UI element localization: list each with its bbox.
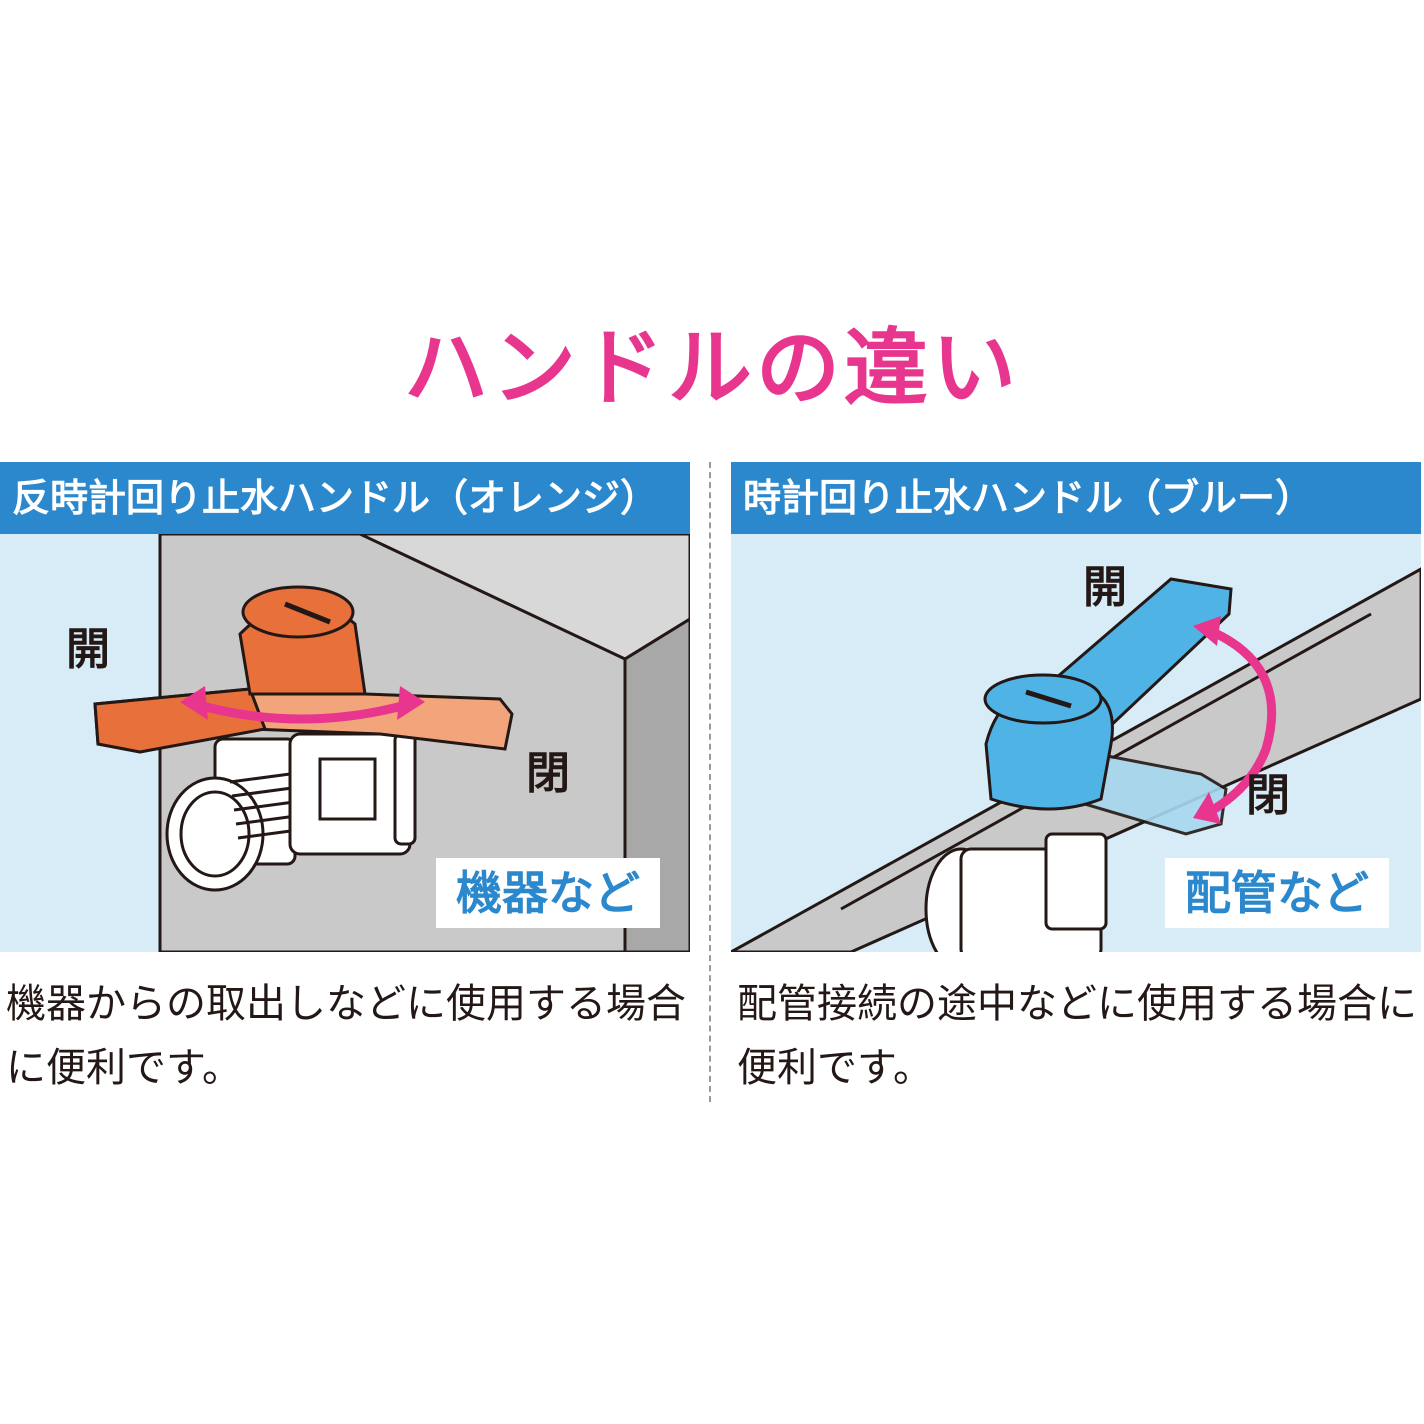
rotation-arrow	[190, 699, 415, 724]
arrow-head-right	[397, 686, 425, 720]
right-scene: 開 閉 配管など	[731, 534, 1421, 952]
blue-handle	[983, 577, 1233, 836]
left-panel: 反時計回り止水ハンドル（オレンジ）	[0, 462, 690, 1100]
left-scene: 開 閉 機器など	[0, 534, 690, 952]
arrow-head-left	[180, 686, 208, 720]
label-close: 閉	[526, 748, 570, 799]
arrow-head-bottom	[1193, 792, 1221, 824]
usage-tag: 配管など	[1165, 858, 1389, 928]
right-panel-header: 時計回り止水ハンドル（ブルー）	[731, 462, 1421, 534]
arrow-head-top	[1193, 616, 1221, 646]
right-description: 配管接続の途中などに使用する場合に便利です。	[737, 981, 1417, 1091]
rotation-arrow	[1201, 624, 1277, 819]
page-title: ハンドルの違い	[403, 319, 1020, 417]
label-open: 開	[1083, 562, 1127, 613]
left-panel-header: 反時計回り止水ハンドル（オレンジ）	[0, 462, 690, 534]
right-panel: 時計回り止水ハンドル（ブルー）	[731, 462, 1421, 1100]
label-close: 閉	[1246, 770, 1290, 821]
usage-tag: 機器など	[436, 858, 660, 928]
panel-divider	[709, 462, 711, 1102]
left-description: 機器からの取出しなどに使用する場合に便利です。	[6, 981, 686, 1091]
valve-body	[924, 832, 1108, 952]
threaded-outlet	[165, 737, 299, 892]
blue-valve-illustration	[731, 567, 1421, 952]
label-open: 開	[66, 624, 110, 675]
orange-valve-illustration	[93, 534, 690, 952]
valve-body	[288, 732, 417, 856]
